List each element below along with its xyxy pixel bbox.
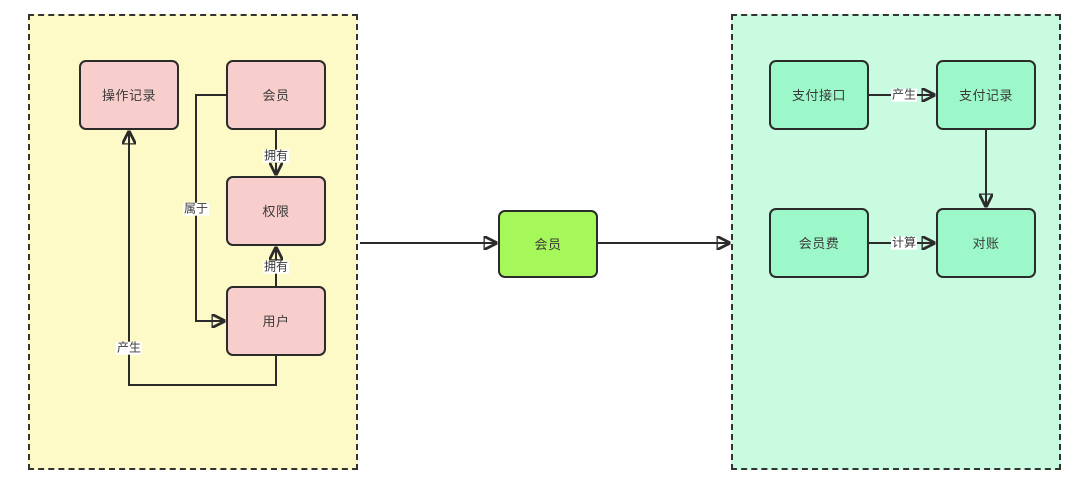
node-huiyuan-center[interactable]: 会员 [498,210,598,278]
node-zhifujilu[interactable]: 支付记录 [936,60,1036,130]
node-huiyuan-left[interactable]: 会员 [226,60,326,130]
node-caozuojilu[interactable]: 操作记录 [79,60,179,130]
edge-label-chansheng-1: 产生 [115,340,143,355]
node-duizhang[interactable]: 对账 [936,208,1036,278]
node-huiyuanfei[interactable]: 会员费 [769,208,869,278]
edge-label-youyou-2: 拥有 [262,259,290,274]
edge-label-youyou-1: 拥有 [262,148,290,163]
node-quanxian[interactable]: 权限 [226,176,326,246]
edge-label-jisuan: 计算 [890,235,918,250]
edge-label-shuyu: 属于 [182,201,210,216]
node-yonghu[interactable]: 用户 [226,286,326,356]
node-zhifujiekou[interactable]: 支付接口 [769,60,869,130]
edge-label-chansheng-2: 产生 [890,87,918,102]
